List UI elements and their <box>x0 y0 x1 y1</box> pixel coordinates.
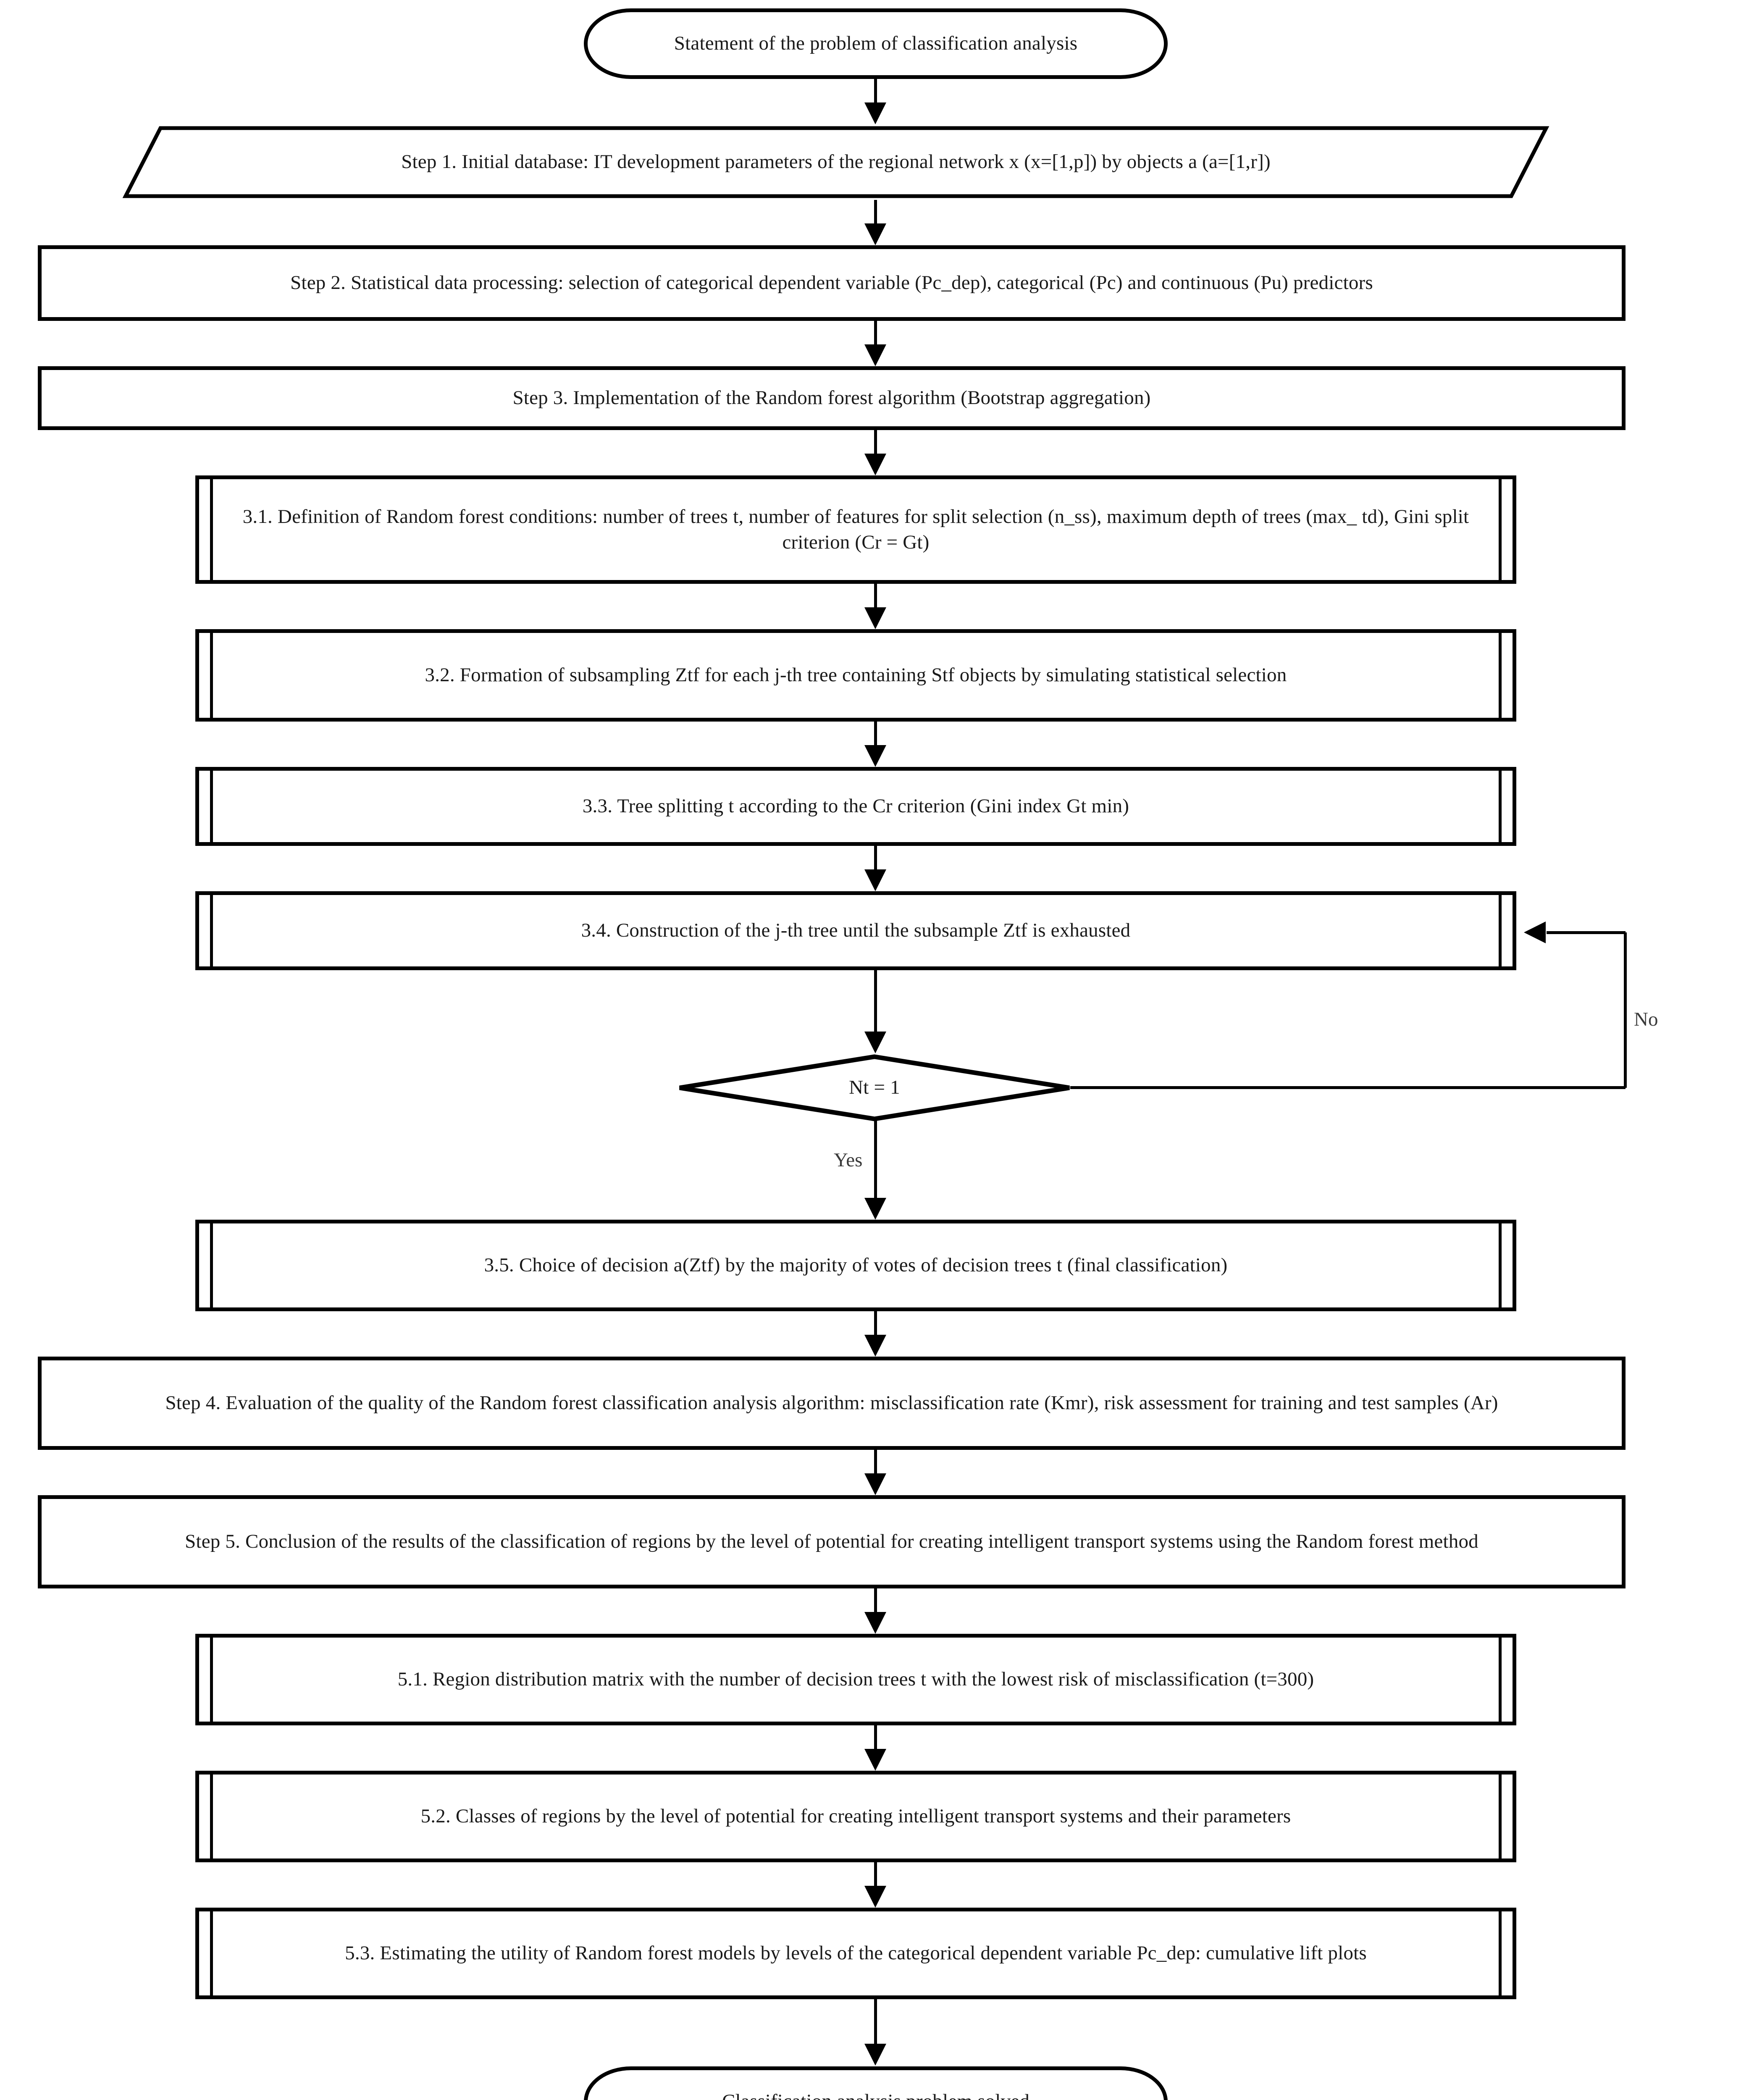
arrowhead-step1-to-step2 <box>864 223 886 245</box>
subprocess-right-bar-3-5 <box>1499 1223 1502 1307</box>
node-step3-4[interactable]: 3.4. Construction of the j-th tree until… <box>195 891 1516 970</box>
connector-5-3-to-end <box>874 1999 877 2045</box>
node-step3-5[interactable]: 3.5. Choice of decision a(Ztf) by the ma… <box>195 1220 1516 1311</box>
node-step5-1[interactable]: 5.1. Region distribution matrix with the… <box>195 1634 1516 1725</box>
arrowhead-step5-to-5-1 <box>864 1612 886 1634</box>
arrowhead-3-3-to-3-4 <box>864 869 886 891</box>
arrowhead-step2-to-step3 <box>864 344 886 366</box>
edge-label-no: No <box>1634 1008 1658 1030</box>
subprocess-left-bar-3-1 <box>210 479 213 580</box>
connector-3-2-to-3-3 <box>874 722 877 746</box>
node-step4-label: Step 4. Evaluation of the quality of the… <box>165 1392 1498 1414</box>
node-step3-4-label: 3.4. Construction of the j-th tree until… <box>581 919 1131 942</box>
node-step3-3-label: 3.3. Tree splitting t according to the C… <box>582 795 1129 817</box>
arrowhead-3-1-to-3-2 <box>864 607 886 629</box>
arrowhead-5-1-to-5-2 <box>864 1749 886 1771</box>
arrowhead-start-to-step1 <box>864 102 886 124</box>
subprocess-left-bar-3-3 <box>210 771 213 842</box>
arrowhead-decision-yes <box>864 1198 886 1220</box>
connector-3-5-to-step4 <box>874 1311 877 1336</box>
subprocess-right-bar-5-1 <box>1499 1638 1502 1722</box>
node-step3-2[interactable]: 3.2. Formation of subsampling Ztf for ea… <box>195 629 1516 722</box>
arrowhead-step4-to-step5 <box>864 1473 886 1495</box>
arrowhead-5-2-to-5-3 <box>864 1886 886 1908</box>
subprocess-right-bar-3-1 <box>1499 479 1502 580</box>
node-step5-3-label: 5.3. Estimating the utility of Random fo… <box>345 1942 1367 1964</box>
node-step3-5-label: 3.5. Choice of decision a(Ztf) by the ma… <box>484 1254 1228 1276</box>
node-step5-1-label: 5.1. Region distribution matrix with the… <box>397 1668 1314 1690</box>
node-step4-process[interactable]: Step 4. Evaluation of the quality of the… <box>38 1357 1626 1450</box>
parallelogram-outline <box>122 126 1549 198</box>
arrowhead-decision-no <box>1524 921 1546 943</box>
node-step5-2-label: 5.2. Classes of regions by the level of … <box>420 1805 1291 1827</box>
connector-step4-to-step5 <box>874 1450 877 1474</box>
subprocess-left-bar-5-3 <box>210 1911 213 1995</box>
node-step5-2[interactable]: 5.2. Classes of regions by the level of … <box>195 1771 1516 1862</box>
arrowhead-3-4-to-decision <box>864 1032 886 1053</box>
connector-5-1-to-5-2 <box>874 1725 877 1750</box>
connector-3-3-to-3-4 <box>874 846 877 870</box>
arrowhead-5-3-to-end <box>864 2044 886 2066</box>
subprocess-left-bar-3-2 <box>210 633 213 718</box>
node-step3-3[interactable]: 3.3. Tree splitting t according to the C… <box>195 767 1516 846</box>
node-step3-1[interactable]: 3.1. Definition of Random forest conditi… <box>195 475 1516 584</box>
node-step1-parallelogram[interactable]: Step 1. Initial database: IT development… <box>122 124 1550 200</box>
subprocess-right-bar-5-2 <box>1499 1774 1502 1858</box>
connector-step3-to-step3-1 <box>874 430 877 454</box>
subprocess-right-bar-3-2 <box>1499 633 1502 718</box>
connector-decision-yes <box>874 1120 877 1200</box>
diamond-outline <box>679 1054 1070 1121</box>
node-step5-label: Step 5. Conclusion of the results of the… <box>185 1530 1479 1553</box>
connector-decision-no-horizontal <box>1070 1086 1626 1089</box>
node-start-label: Statement of the problem of classificati… <box>674 32 1078 55</box>
subprocess-left-bar-5-2 <box>210 1774 213 1858</box>
node-end-label: Classification analysis problem solved <box>588 2089 1164 2100</box>
node-step3-2-label: 3.2. Formation of subsampling Ztf for ea… <box>425 664 1287 686</box>
connector-decision-no-vertical <box>1624 932 1627 1088</box>
arrowhead-step3-to-step3-1 <box>864 454 886 475</box>
node-step3-label: Step 3. Implementation of the Random for… <box>512 387 1151 409</box>
connector-decision-no-return <box>1547 931 1626 934</box>
node-step3-1-label: 3.1. Definition of Random forest conditi… <box>242 505 1469 553</box>
node-step1-label: Step 1. Initial database: IT development… <box>401 151 1271 173</box>
subprocess-left-bar-3-4 <box>210 895 213 966</box>
connector-3-4-to-decision <box>874 970 877 1033</box>
node-step2-process[interactable]: Step 2. Statistical data processing: sel… <box>38 245 1626 321</box>
node-step3-process[interactable]: Step 3. Implementation of the Random for… <box>38 366 1626 430</box>
subprocess-right-bar-3-4 <box>1499 895 1502 966</box>
edge-label-yes: Yes <box>834 1149 863 1171</box>
node-decision-label: Nt = 1 <box>849 1076 900 1099</box>
node-step5-3[interactable]: 5.3. Estimating the utility of Random fo… <box>195 1908 1516 1999</box>
connector-5-2-to-5-3 <box>874 1862 877 1887</box>
subprocess-right-bar-3-3 <box>1499 771 1502 842</box>
connector-step5-to-5-1 <box>874 1588 877 1613</box>
node-start-terminator[interactable]: Statement of the problem of classificati… <box>584 8 1168 79</box>
node-step2-label: Step 2. Statistical data processing: sel… <box>290 272 1373 294</box>
subprocess-left-bar-3-5 <box>210 1223 213 1307</box>
connector-step1-to-step2 <box>874 200 877 224</box>
node-end-terminator[interactable]: Classification analysis problem solved <box>584 2066 1168 2100</box>
node-step5-process[interactable]: Step 5. Conclusion of the results of the… <box>38 1495 1626 1588</box>
node-decision-diamond[interactable]: Nt = 1 <box>677 1054 1072 1121</box>
connector-3-1-to-3-2 <box>874 584 877 608</box>
arrowhead-3-2-to-3-3 <box>864 745 886 767</box>
arrowhead-3-5-to-step4 <box>864 1335 886 1357</box>
subprocess-left-bar-5-1 <box>210 1638 213 1722</box>
connector-start-to-step1 <box>874 79 877 103</box>
connector-step2-to-step3 <box>874 321 877 345</box>
subprocess-right-bar-5-3 <box>1499 1911 1502 1995</box>
